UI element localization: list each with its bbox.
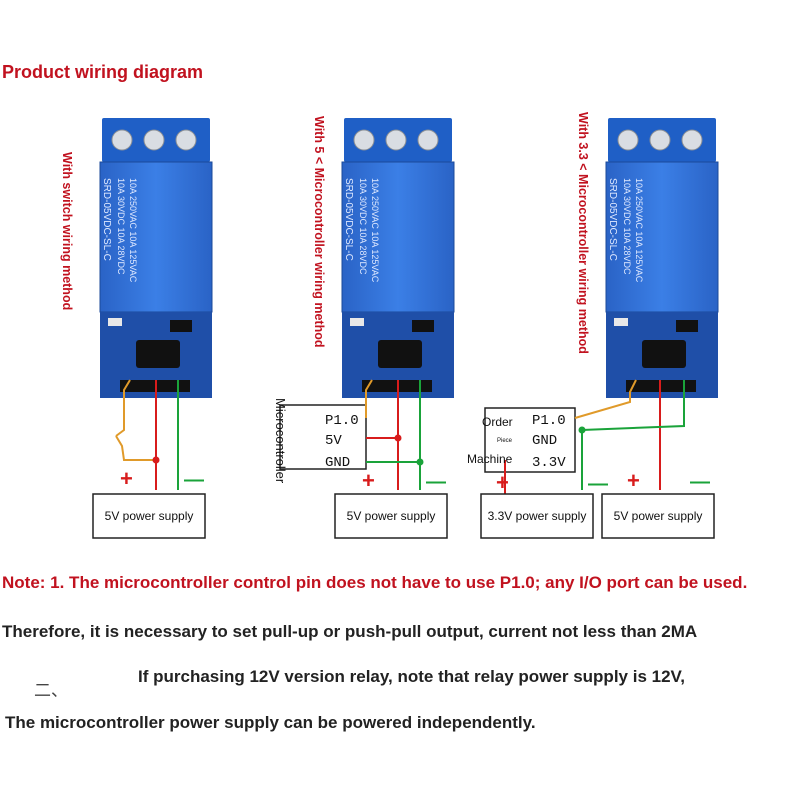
relay-body [341,161,455,313]
optocoupler-chip [378,340,422,368]
relay-module-2: 10A 250VAC 10A 125VAC 10A 30VDC 10A 28VD… [341,118,455,398]
mcu-side-label: Microcontroller [273,398,288,484]
method-label-switch: With switch wiring method [60,152,74,311]
led-indicator [350,318,364,326]
page-title: Product wiring diagram [2,62,204,82]
signal-wire [115,379,131,437]
relay-spec-text: 10A 250VAC 10A 125VAC [128,178,138,283]
wiring-5v-mcu: + — P1.0 5V GND [279,379,446,493]
junction-dot [394,434,402,442]
power-supply-label: 5V power supply [614,509,703,523]
plus-sign: + [362,468,375,493]
smd-component [676,320,698,332]
junction-dot [416,458,424,466]
minus-sign: — [184,469,204,491]
junction-dot [578,426,586,434]
relay-model-text: SRD-05VDC-SL-C [101,178,112,261]
relay-spec-text: 10A 250VAC 10A 125VAC [634,178,644,283]
wiring-switch: + — [115,379,204,491]
note-line-3-prefix: 二、 [34,681,68,700]
minus-sign: — [690,471,710,493]
power-supply-box [480,493,594,539]
optocoupler-chip [642,340,686,368]
screw-icon [681,129,703,151]
power-supply-label: 5V power supply [105,509,194,523]
gnd-wire [581,380,685,431]
note-line-2: Therefore, it is necessary to set pull-u… [2,622,698,641]
relay-spec-text: 10A 30VDC 10A 28VDC [116,178,126,275]
relay-body [99,161,213,313]
smd-component [170,320,192,332]
mcu-5v-box [279,404,367,470]
switch-lever [115,435,156,461]
screw-icon [617,129,639,151]
power-supply-box [92,493,206,539]
mcu-side-word: Piece [497,438,513,444]
plus-sign: + [120,466,133,491]
led-indicator [614,318,628,326]
screw-icon [353,129,375,151]
screw-icon [649,129,671,151]
relay-spec-text: 10A 250VAC 10A 125VAC [370,178,380,283]
signal-wire [365,379,373,418]
power-supplies: 5V power supply 5V power supply 3.3V pow… [92,493,715,539]
screw-icon [143,129,165,151]
screw-icon [385,129,407,151]
power-supply-box [334,493,448,539]
relay-module-3: 10A 250VAC 10A 125VAC 10A 30VDC 10A 28VD… [605,118,719,398]
screw-icon [111,129,133,151]
mcu-33v-box [484,407,576,473]
method-label-5v-mcu: With 5 < Microcontroller wiring method [312,116,326,348]
note-line-4: The microcontroller power supply can be … [5,713,536,732]
mcu-pin-gnd: GND [532,433,557,449]
mcu-side-word: Order [482,415,513,429]
relay-module-1: 10A 250VAC 10A 125VAC 10A 30VDC 10A 28VD… [99,118,213,398]
mcu-pin-p10: P1.0 [325,413,359,429]
mcu-pin-33v: 3.3V [532,455,566,471]
method-label-33v-mcu: With 3.3 < Microcontroller wiring method [576,112,590,354]
minus-sign: — [426,471,446,493]
note-line-3: If purchasing 12V version relay, note th… [138,667,686,686]
mcu-pin-p10: P1.0 [532,413,566,429]
relay-model-text: SRD-05VDC-SL-C [607,178,618,261]
led-indicator [108,318,122,326]
plus-sign: + [627,468,640,493]
relay-spec-text: 10A 30VDC 10A 28VDC [358,178,368,275]
wiring-33v-mcu: + — + — Order Piece Machine P1.0 GND 3.3… [467,379,710,495]
wiring-diagram: 10A 250VAC 10A 125VAC 10A 30VDC 10A 28VD… [92,118,719,539]
power-supply-label: 3.3V power supply [488,509,587,523]
smd-component [412,320,434,332]
note-line-1: Note: 1. The microcontroller control pin… [2,573,748,592]
relay-spec-text: 10A 30VDC 10A 28VDC [622,178,632,275]
screw-icon [417,129,439,151]
plus-sign: + [496,470,509,495]
optocoupler-chip [136,340,180,368]
mcu-side-word: Machine [467,452,513,466]
junction-dot [152,456,160,464]
mcu-pin-gnd: GND [325,455,350,471]
power-supply-label: 5V power supply [347,509,436,523]
minus-sign: — [588,473,608,495]
signal-wire [574,379,637,419]
mcu-pin-5v: 5V [325,433,342,449]
screw-icon [175,129,197,151]
relay-model-text: SRD-05VDC-SL-C [343,178,354,261]
power-supply-box [601,493,715,539]
